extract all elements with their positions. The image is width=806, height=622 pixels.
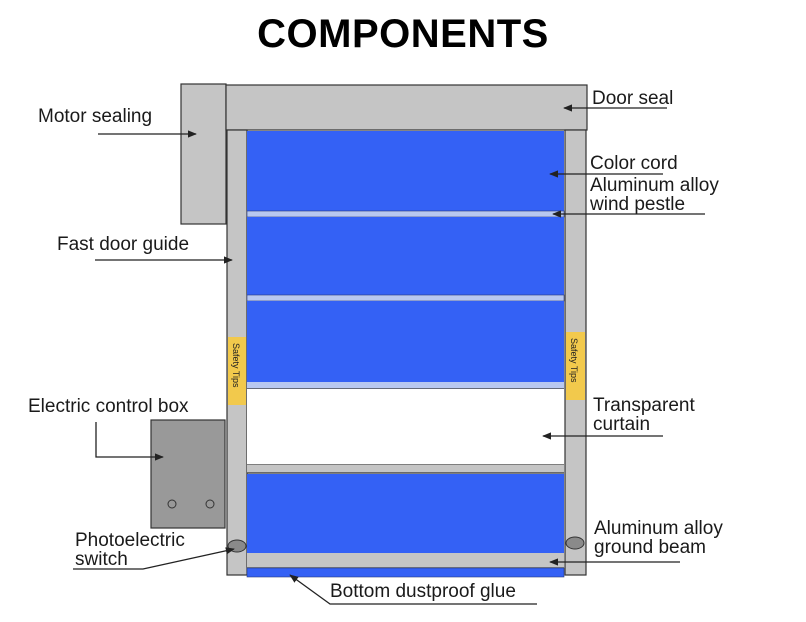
label-color-cord: Color cord bbox=[590, 153, 678, 174]
wind-pestle-bar-3 bbox=[247, 382, 564, 389]
safety-tips-right-sticker bbox=[566, 332, 585, 400]
label-electric-control-box: Electric control box bbox=[28, 396, 189, 417]
label-ground-beam-line1: Aluminum alloy bbox=[594, 518, 723, 539]
photoelectric-sensor-right bbox=[565, 536, 585, 550]
door-seal-header bbox=[225, 84, 588, 131]
control-box-knob-2 bbox=[205, 499, 215, 509]
label-photoelectric-line1: Photoelectric bbox=[75, 530, 185, 551]
label-photoelectric-line2: switch bbox=[75, 549, 128, 570]
gray-bar bbox=[247, 465, 564, 473]
safety-tips-left-text: Safety Tips bbox=[231, 343, 241, 388]
motor-sealing-box bbox=[180, 83, 227, 225]
transparent-curtain-panel bbox=[247, 389, 564, 465]
diagram-title: COMPONENTS bbox=[257, 12, 549, 56]
ground-beam bbox=[247, 553, 564, 568]
safety-tips-right-text: Safety Tips bbox=[569, 338, 579, 383]
label-fast-door-guide: Fast door guide bbox=[57, 234, 189, 255]
blue-curtain-panel-3 bbox=[247, 301, 564, 383]
label-transparent-curtain-line2: curtain bbox=[593, 414, 650, 435]
control-box-knob-1 bbox=[167, 499, 177, 509]
bottom-dustproof-glue-strip bbox=[246, 567, 565, 578]
safety-tips-left-sticker bbox=[228, 337, 246, 405]
wind-pestle-bar-1 bbox=[246, 210, 565, 218]
label-ground-beam-line2: ground beam bbox=[594, 537, 706, 558]
label-bottom-dustproof-glue: Bottom dustproof glue bbox=[330, 581, 516, 602]
blue-curtain-panel-2 bbox=[247, 217, 564, 296]
wind-pestle-bar-2 bbox=[246, 294, 565, 302]
blue-curtain-panel-1 bbox=[247, 131, 564, 212]
label-wind-pestle-line2: wind pestle bbox=[589, 194, 685, 215]
electric-control-box bbox=[150, 419, 226, 529]
label-wind-pestle-line1: Aluminum alloy bbox=[590, 175, 719, 196]
label-door-seal: Door seal bbox=[592, 88, 673, 109]
label-transparent-curtain-line1: Transparent bbox=[593, 395, 695, 416]
blue-curtain-panel-4 bbox=[247, 474, 564, 554]
label-motor-sealing: Motor sealing bbox=[38, 106, 152, 127]
